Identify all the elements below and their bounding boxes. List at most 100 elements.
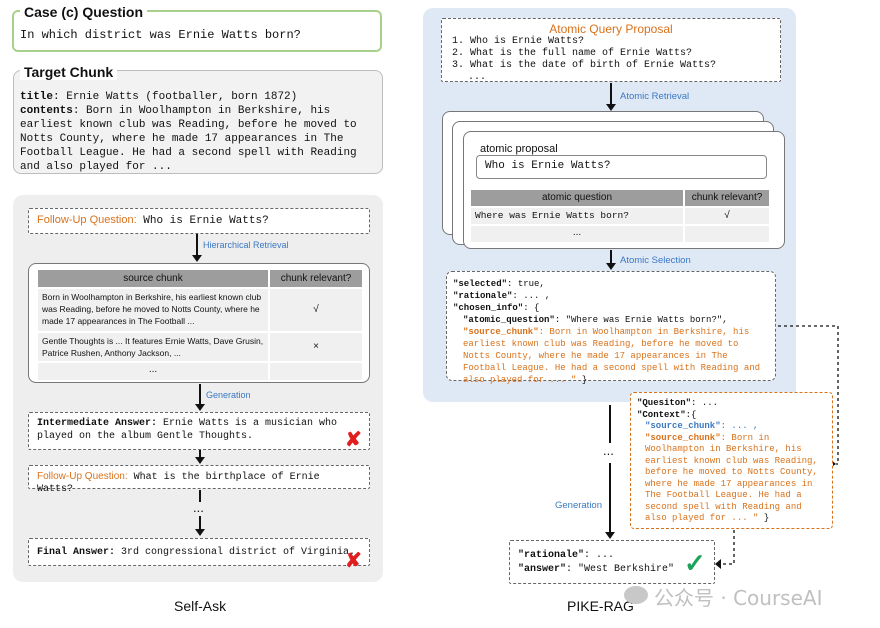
pike-rag-caption: PIKE-RAG xyxy=(567,598,634,614)
follow-up-question-2: Follow-Up Question: What is the birthpla… xyxy=(28,465,370,495)
intermediate-answer: Intermediate Answer: Ernie Watts is a mu… xyxy=(28,412,370,450)
source-chunk-key: "source_chunk" xyxy=(463,327,539,337)
ans-rationale-value: : ... xyxy=(584,550,615,561)
source-chunk-table: source chunk chunk relevant? Born in Woo… xyxy=(38,270,362,380)
atomic-selection-output: "selected": true, "rationale": ... , "ch… xyxy=(446,271,776,385)
ctx-chunk2-value: : Born in Woolhampton in Berkshire, his … xyxy=(645,432,818,524)
aqp-item: ... xyxy=(468,72,487,83)
wrong-mark-icon: ✘ xyxy=(345,550,362,572)
arrow-ellipsis xyxy=(199,490,201,502)
self-ask-caption: Self-Ask xyxy=(174,598,227,614)
atomic-proposal-text: Who is Ernie Watts? xyxy=(476,155,767,179)
rationale-key: "rationale" xyxy=(453,291,513,301)
chosen-info-key: "chosen_info" xyxy=(453,303,524,313)
table-row: Gentle Thoughts is ... It features Ernie… xyxy=(38,333,362,361)
arrow-generation xyxy=(199,384,201,405)
case-question-text: In which district was Ernie Watts born? xyxy=(20,28,301,42)
table-row: Where was Ernie Watts born? √ xyxy=(471,208,771,224)
atomic-query-proposal: Atomic Query Proposal 1. Who is Ernie Wa… xyxy=(441,18,781,83)
target-chunk-title: Target Chunk xyxy=(20,64,118,80)
row-relevant: × xyxy=(270,333,362,361)
row-chunk: Born in Woolhampton in Berkshire, his ea… xyxy=(38,289,268,331)
atomic-selection-label: Atomic Selection xyxy=(620,255,691,266)
row-relevant xyxy=(270,363,362,380)
close-brace: } xyxy=(576,375,588,385)
arrow-retrieval-head xyxy=(192,255,202,262)
watermark-text: 公众号 · CourseAI xyxy=(654,586,823,610)
ia-label: Intermediate Answer: xyxy=(37,418,158,429)
arrow-atomic-retrieval-head xyxy=(606,104,616,111)
arrow-final-head xyxy=(195,529,205,536)
ans-answer-value: : "West Berkshire" xyxy=(566,564,675,575)
ctx-chunk2-key: "source_chunk" xyxy=(645,432,721,443)
arrow-generation-head xyxy=(195,404,205,411)
ctx-question-value: : ... xyxy=(691,398,719,408)
final-answer: Final Answer: 3rd congressional district… xyxy=(28,538,370,566)
ctx-close: } xyxy=(758,513,770,523)
atomic-question-key: "atomic_question" xyxy=(463,315,555,325)
aqp-item: 2. What is the full name of Ernie Watts? xyxy=(452,48,693,59)
row-relevant xyxy=(685,226,769,242)
arrow-pike-head xyxy=(605,532,615,539)
col-header-source-chunk: source chunk xyxy=(38,270,268,287)
target-chunk-text: title: Ernie Watts (footballer, born 187… xyxy=(20,90,376,174)
arrow-atomic-selection-head xyxy=(606,263,616,270)
aqp-item: 1. Who is Ernie Watts? xyxy=(452,36,585,47)
row-chunk: ... xyxy=(38,363,268,380)
target-contents-key: contents xyxy=(20,105,73,117)
atomic-proposal-label: atomic proposal xyxy=(480,143,558,155)
col-header-chunk-relevant: chunk relevant? xyxy=(685,190,769,206)
arrow-pike-down-2 xyxy=(609,463,611,533)
ctx-chunk1-value: : ... , xyxy=(720,421,759,431)
selected-key: "selected" xyxy=(453,279,508,289)
self-ask-panel xyxy=(13,195,383,582)
hierarchical-retrieval-label: Hierarchical Retrieval xyxy=(203,240,289,250)
fa-label: Final Answer: xyxy=(37,547,116,558)
generation-label-selfask: Generation xyxy=(206,390,251,400)
fa-text: 3rd congressional district of Virginia. xyxy=(115,547,356,558)
fq1-text: Who is Ernie Watts? xyxy=(136,215,269,227)
generation-label-pike: Generation xyxy=(555,500,603,511)
arrow-retrieval xyxy=(196,234,198,256)
target-title-key: title xyxy=(20,91,54,103)
table-row: Born in Woolhampton in Berkshire, his ea… xyxy=(38,289,362,331)
source-chunk-value: : Born in Woolhampton in Berkshire, his … xyxy=(463,327,761,385)
arrow-fq2 xyxy=(199,450,201,459)
aqp-item: 3. What is the date of birth of Ernie Wa… xyxy=(452,60,717,71)
target-chunk-box xyxy=(13,70,383,174)
check-mark-icon: ✓ xyxy=(684,548,706,578)
col-header-chunk-relevant: chunk relevant? xyxy=(270,270,362,287)
arrow-final xyxy=(199,516,201,530)
chosen-info-value: : { xyxy=(523,303,540,313)
row-relevant: √ xyxy=(685,208,769,224)
wechat-logo-icon xyxy=(624,586,648,604)
case-question-title: Case (c) Question xyxy=(20,4,148,20)
table-row: ... xyxy=(38,363,362,380)
table-row: ... xyxy=(471,226,771,242)
rationale-value: : ... , xyxy=(512,291,551,301)
ellipsis-selfask: ... xyxy=(193,500,204,515)
dashed-connector-to-answer xyxy=(715,530,735,569)
atomic-retrieval-label: Atomic Retrieval xyxy=(620,91,690,102)
ctx-question-key: "Quesiton" xyxy=(637,398,692,408)
arrow-fq2-head xyxy=(195,457,205,464)
atomic-question-value: : "Where was Ernie Watts born?", xyxy=(554,315,728,325)
fq1-label: Follow-Up Question: xyxy=(37,214,137,226)
ans-answer-key: "answer" xyxy=(518,564,567,575)
pike-answer-box: "rationale": ... "answer": "West Berkshi… xyxy=(509,540,715,584)
row-relevant: √ xyxy=(270,289,362,331)
ctx-chunk1-key: "source_chunk" xyxy=(645,421,721,431)
follow-up-question-1: Follow-Up Question: Who is Ernie Watts? xyxy=(28,208,370,234)
wrong-mark-icon: ✘ xyxy=(345,429,362,451)
ctx-context-key: "Context" xyxy=(637,409,686,420)
ellipsis-pike: ... xyxy=(603,443,614,458)
arrow-atomic-retrieval xyxy=(610,83,612,105)
selected-value: : true, xyxy=(507,279,545,289)
fq2-text: What is the birthplace of Ernie Watts? xyxy=(37,472,320,495)
ans-rationale-key: "rationale" xyxy=(518,550,585,561)
arrow-atomic-selection xyxy=(610,250,612,264)
fq2-label: Follow-Up Question: xyxy=(37,471,128,482)
row-question: Where was Ernie Watts born? xyxy=(471,208,683,224)
col-header-atomic-question: atomic question xyxy=(471,190,683,206)
aqp-title: Atomic Query Proposal xyxy=(549,22,673,36)
